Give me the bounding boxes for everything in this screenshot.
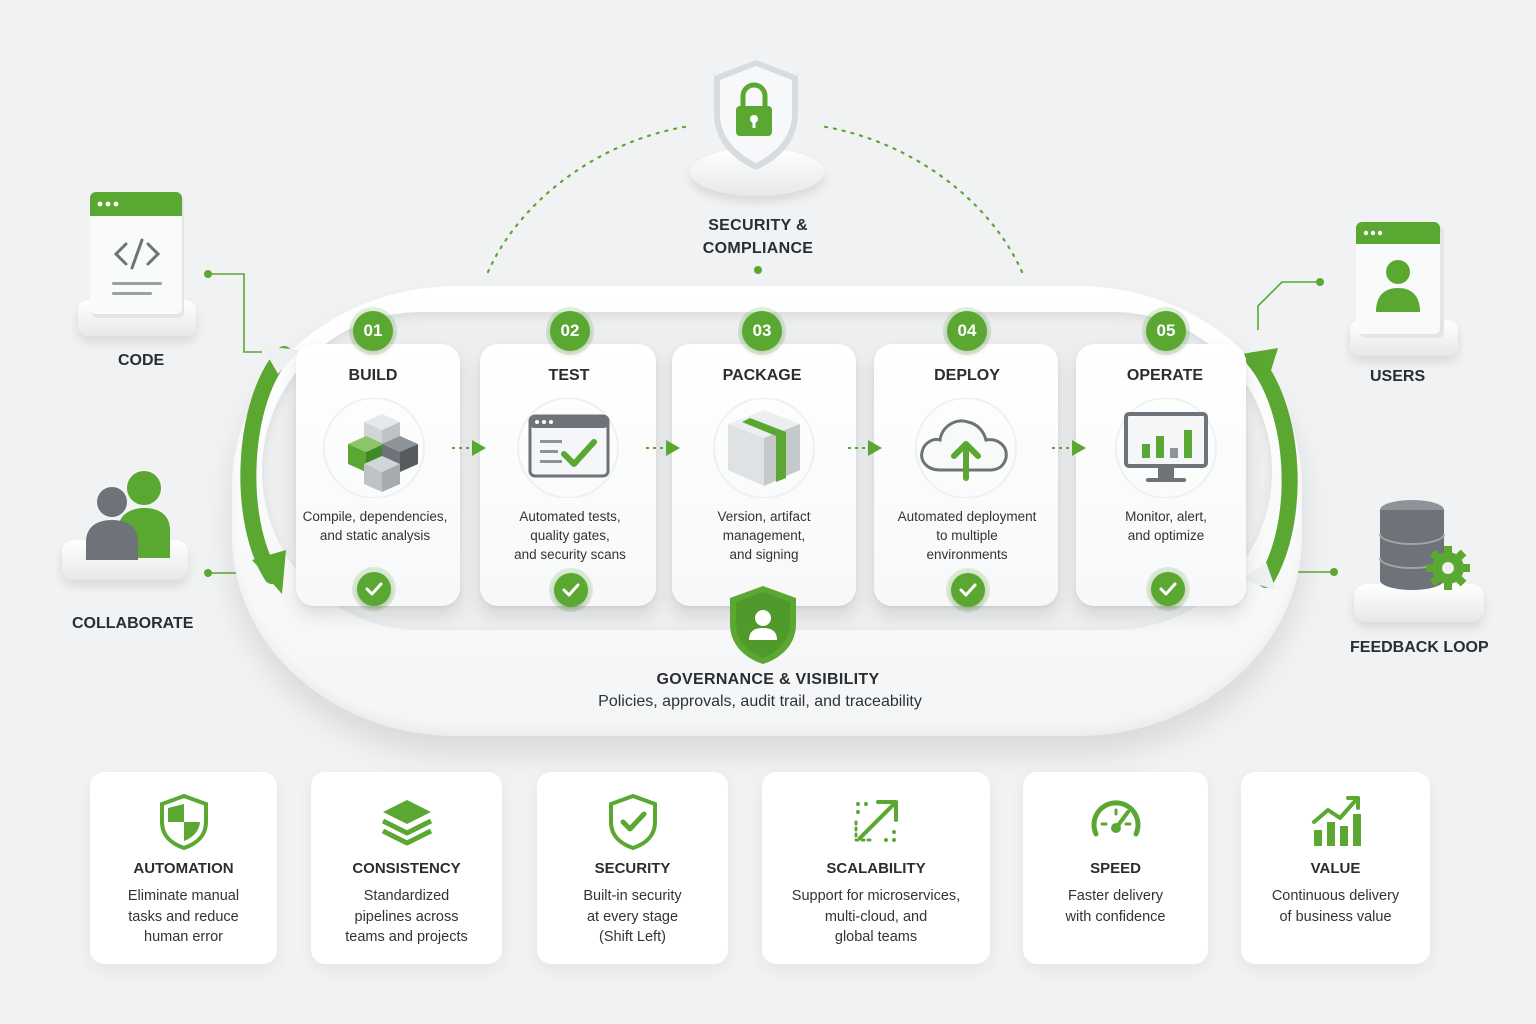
benefit-desc-line: (Shift Left): [599, 929, 666, 945]
stage-desc-test: Automated tests, quality gates, and secu…: [485, 507, 655, 564]
stage-check-icon-5: [1151, 572, 1185, 606]
code-label: CODE: [118, 352, 165, 369]
benefit-desc-line: Eliminate manual: [127, 888, 240, 904]
cloud-upload-icon: [915, 398, 1017, 498]
benefit-desc-line: Continuous delivery: [1271, 888, 1400, 904]
benefit-desc-line: Built-in security: [583, 888, 682, 904]
stage-desc-operate: Monitor, alert, and optimize: [1081, 507, 1251, 545]
stage-desc-package: Version, artifact management, and signin…: [679, 507, 849, 564]
stage-desc-line: to multiple: [936, 528, 998, 543]
stage-number-4: 04: [947, 311, 987, 351]
stage-title-deploy: DEPLOY: [934, 367, 1000, 384]
benefit-card-speed: SPEED Faster delivery with confidence: [1023, 772, 1208, 964]
benefit-desc-line: teams and projects: [345, 929, 468, 945]
governance-title: GOVERNANCE & VISIBILITY: [656, 671, 880, 688]
security-title: SECURITY & COMPLIANCE: [658, 214, 858, 260]
stage-desc-line: Automated deployment: [897, 509, 1037, 524]
collaborate-label: COLLABORATE: [72, 615, 194, 632]
stage-desc-line: environments: [926, 547, 1008, 562]
feedback-label: FEEDBACK LOOP: [1350, 639, 1489, 656]
benefit-title: SECURITY: [594, 860, 671, 877]
shield-check-icon: [608, 794, 657, 850]
layers-icon: [381, 800, 432, 846]
stage-number-2: 02: [550, 311, 590, 351]
loop-arrow-left-icon: [240, 346, 300, 594]
user-window-icon: [1356, 222, 1444, 338]
stage-desc-line: Monitor, alert,: [1125, 509, 1207, 524]
governance-subtitle: Policies, approvals, audit trail, and tr…: [598, 693, 922, 710]
benefit-desc-line: of business value: [1279, 908, 1392, 925]
benefit-title: SPEED: [1090, 860, 1141, 877]
stage-desc-line: and optimize: [1127, 528, 1205, 543]
benefit-card-automation: AUTOMATION Eliminate manual tasks and re…: [90, 772, 277, 964]
benefit-desc-line: with confidence: [1065, 908, 1166, 925]
benefit-card-consistency: CONSISTENCY Standardized pipelines acros…: [311, 772, 502, 964]
people-icon: [86, 471, 170, 560]
stage-title-build: BUILD: [348, 367, 398, 384]
stage-desc-line: Compile, dependencies,: [302, 509, 448, 524]
benefit-title: SCALABILITY: [826, 860, 926, 877]
shield-user-icon: [730, 586, 796, 664]
stage-desc-line: and security scans: [514, 547, 626, 562]
benefit-desc: Continuous delivery of business value: [1251, 886, 1420, 927]
security-title-line2: COMPLIANCE: [702, 240, 814, 257]
benefit-card-value: VALUE Continuous delivery of business va…: [1241, 772, 1430, 964]
shield-half-icon: [159, 794, 208, 850]
stage-title-test: TEST: [548, 367, 590, 384]
benefit-desc-line: pipelines across: [354, 908, 459, 925]
stage-desc-line: and signing: [729, 547, 799, 562]
stage-desc-line: management,: [722, 528, 806, 543]
stage-check-icon-1: [357, 572, 391, 606]
benefit-card-scalability: SCALABILITY Support for microservices, m…: [762, 772, 990, 964]
flow-arrow-1: [452, 440, 486, 456]
stage-desc-line: Version, artifact: [717, 509, 811, 524]
benefit-desc-line: multi-cloud, and: [824, 908, 928, 925]
shield-lock-icon: [714, 60, 798, 170]
feedback-pedestal: [1354, 584, 1484, 622]
benefit-title: VALUE: [1310, 860, 1361, 877]
benefit-desc-line: Faster delivery: [1067, 888, 1164, 904]
benefit-desc: Faster delivery with confidence: [1033, 886, 1198, 927]
benefit-card-security: SECURITY Built-in security at every stag…: [537, 772, 728, 964]
benefit-title: AUTOMATION: [133, 860, 234, 877]
benefit-desc: Eliminate manual tasks and reduce human …: [100, 886, 267, 948]
stage-desc-line: quality gates,: [530, 528, 610, 543]
benefit-title: CONSISTENCY: [352, 860, 461, 877]
stage-desc-line: and static analysis: [319, 528, 431, 543]
stage-desc-deploy: Automated deployment to multiple environ…: [882, 507, 1052, 564]
benefit-desc-line: Support for microservices,: [791, 888, 961, 904]
package-box-icon: [713, 398, 815, 498]
speedometer-icon: [1091, 800, 1140, 837]
security-title-line1: SECURITY &: [708, 217, 808, 234]
expand-arrows-icon: [854, 800, 898, 842]
code-window-icon: [90, 192, 184, 318]
growth-chart-icon: [1311, 796, 1361, 846]
stage-check-icon-2: [554, 573, 588, 607]
stage-check-icon-4: [951, 573, 985, 607]
flow-arrow-2: [646, 440, 680, 456]
monitor-chart-icon: [1115, 398, 1217, 498]
database-gear-icon: [1379, 500, 1470, 590]
benefit-desc-line: tasks and reduce: [128, 908, 239, 925]
stage-number-3: 03: [742, 311, 782, 351]
benefit-desc-line: Standardized: [363, 888, 450, 904]
benefit-desc-line: human error: [144, 929, 223, 945]
stage-desc-line: Automated tests,: [519, 509, 621, 524]
stage-title-operate: OPERATE: [1126, 367, 1204, 384]
stage-title-package: PACKAGE: [722, 367, 802, 384]
cubes-icon: [323, 398, 425, 498]
loop-arrow-right-icon: [1242, 348, 1298, 590]
users-label: USERS: [1370, 368, 1426, 385]
stage-number-5: 05: [1146, 311, 1186, 351]
flow-arrow-4: [1052, 440, 1086, 456]
benefit-desc: Support for microservices, multi-cloud, …: [772, 886, 980, 948]
benefit-desc-line: global teams: [834, 929, 918, 945]
benefit-desc-line: at every stage: [586, 908, 679, 925]
test-window-icon: [517, 398, 619, 498]
stage-desc-build: Compile, dependencies, and static analys…: [290, 507, 460, 545]
benefit-desc: Built-in security at every stage (Shift …: [547, 886, 718, 948]
benefit-desc: Standardized pipelines across teams and …: [321, 886, 492, 948]
flow-arrow-3: [848, 440, 882, 456]
stage-number-1: 01: [353, 311, 393, 351]
